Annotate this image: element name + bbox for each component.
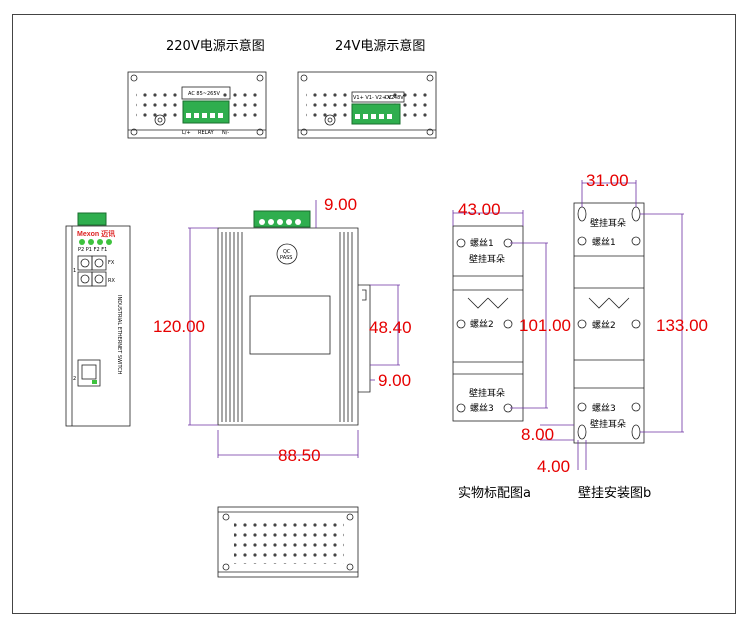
drawing-frame (12, 14, 736, 614)
title-220v: 220V电源示意图 (166, 38, 265, 54)
bracket-a (452, 210, 548, 422)
panel-220v: AC 85~265V L/+ RELAY N/- (127, 71, 267, 139)
title-24v: 24V电源示意图 (335, 38, 425, 54)
rx-label: RX (108, 278, 115, 284)
qc-label: QC (283, 249, 291, 255)
a-screw2: 螺丝2 (470, 318, 494, 330)
dim-88-50: 88.50 (278, 446, 321, 465)
dim-9-bottom: 9.00 (378, 371, 411, 390)
b-screw3: 螺丝3 (592, 402, 616, 414)
caption-fig-b: 壁挂安装图b (578, 486, 651, 501)
port2-label: 2 (73, 376, 76, 382)
dim-133: 133.00 (656, 316, 708, 335)
vertical-product-text: INDUSTRIAL ETHERNET SWITCH (116, 295, 122, 375)
brand-label: Mexon 迈讯 (77, 229, 115, 238)
dim-31: 31.00 (586, 171, 629, 190)
label-l-plus: L/+ (182, 130, 191, 136)
dim-120: 120.00 (153, 317, 205, 336)
dim-43: 43.00 (458, 200, 501, 219)
b-ear-top: 壁挂耳朵 (590, 217, 626, 229)
b-ear-bottom: 壁挂耳朵 (590, 418, 626, 430)
dim-101: 101.00 (519, 316, 571, 335)
dim-9-top: 9.00 (324, 195, 357, 214)
side-view: QC PASS (188, 200, 400, 458)
pass-label: PASS (280, 255, 292, 261)
dim-8: 8.00 (521, 425, 554, 444)
b-screw2: 螺丝2 (592, 319, 616, 331)
a-screw1: 螺丝1 (470, 237, 494, 249)
front-view: Mexon 迈讯 P2 P1 F2 F1 FX RX 1 2 INDUSTRIA… (65, 212, 131, 427)
bottom-view (217, 506, 359, 578)
a-ear-top: 壁挂耳朵 (469, 253, 505, 265)
b-screw1: 螺丝1 (592, 236, 616, 248)
label-relay: RELAY (198, 130, 215, 136)
a-screw3: 螺丝3 (470, 402, 494, 414)
terminal-label-220v: AC 85~265V (188, 91, 221, 97)
fx-label: FX (108, 260, 115, 266)
bracket-b (540, 180, 684, 470)
port1-label: 1 (73, 268, 76, 274)
panel-24v: V1+ V1- V2+ V2- DC 48V (297, 71, 437, 139)
dim-4: 4.00 (537, 457, 570, 476)
dim-48-40: 48.40 (369, 318, 412, 337)
caption-fig-a: 实物标配图a (458, 486, 531, 501)
led-labels: P2 P1 F2 F1 (78, 247, 107, 253)
terminal-label-24v-left: V1+ V1- V2+ V2- (353, 95, 396, 101)
terminal-label-24v-right: DC 48V (385, 95, 404, 101)
a-ear-bottom: 壁挂耳朵 (469, 387, 505, 399)
label-n-minus: N/- (222, 130, 229, 136)
